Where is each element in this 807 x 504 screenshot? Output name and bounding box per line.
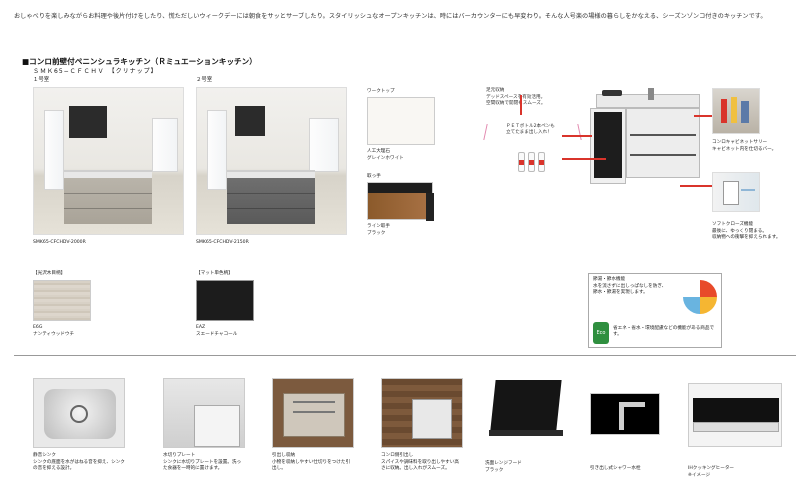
room-2-label: ２号室	[196, 77, 213, 83]
eco-title: 節湯・節水機能	[593, 277, 626, 282]
bracket-right-icon	[564, 124, 582, 140]
color-b-name: スエードチャコール	[196, 332, 238, 337]
section-subtitle: ＳＭＫ65−ＣＦＣＨＶ 【クリナップ】	[33, 68, 158, 75]
gauge-icon	[683, 280, 717, 314]
kitchen-photo-room-2	[196, 87, 347, 235]
worktop-line1: 人工大理石	[367, 149, 390, 154]
feature-thumb-drawer	[272, 378, 354, 448]
softclose-photo	[712, 172, 760, 212]
drawer-callout-title: 足元収納	[486, 88, 505, 93]
feature-label-2: 水切りプレート	[163, 453, 196, 458]
color-a-name: ナンティウッドウチ	[33, 332, 75, 337]
feature-label-1: 静音シンク	[33, 453, 56, 458]
room-2-caption: SMK65-CFCHDV-2150R	[196, 240, 249, 245]
room-1-caption: SMK65-CFCHDV-2000R	[33, 240, 86, 245]
feature-desc-7: ※イメージ	[688, 473, 711, 478]
color-a-heading: 【光沢木目柄】	[33, 271, 66, 276]
cabinet-callout-title: コンロキャビネットサリー	[712, 140, 768, 145]
feature-label-6: 引き出し式シャワー水栓	[590, 466, 641, 471]
cabinet-bar-photo	[712, 88, 760, 134]
color-b-heading: 【マット単色柄】	[196, 271, 233, 276]
arrow-line-2	[562, 158, 606, 160]
color-a-swatch	[33, 280, 91, 321]
feature-desc-4: スパイスや調味料を取り出しやすい高さに収納。出し入れがスムーズ。	[381, 460, 459, 471]
feature-label-3: 引出し収納	[272, 453, 295, 458]
section-title: ■コンロ前壁付ペニンシュラキッチン（Ｒミュエーションキッチン）	[22, 57, 257, 66]
feature-thumb-plate	[163, 378, 245, 448]
drawer-callout-desc: デッドスペースを有効活用。 空間収納で開閉もスムーズ。	[486, 95, 546, 106]
eco-note: 省エネ・省水・環境配慮などの機能がある商品です。	[613, 326, 715, 337]
color-b-code: EAZ	[196, 325, 206, 330]
intro-text: おしゃべりを楽しみながらお料理や後片付けをしたり、慌ただしいウィークデーには朝食…	[14, 13, 767, 20]
handle-line2: ブラック	[367, 231, 386, 236]
feature-label-5: 洗面レンジフード	[485, 461, 522, 466]
handle-line1: ライン取手	[367, 224, 390, 229]
cabinet-callout-desc: キャビネット内を仕切るバー。	[712, 147, 777, 152]
section-divider	[14, 355, 796, 356]
feature-thumb-faucet	[590, 393, 660, 435]
worktop-swatch	[367, 97, 435, 145]
arrow-line-1	[562, 135, 592, 137]
feature-desc-1: シンクの底面を水がはねる音を抑え、シンクの音を抑える設計。	[33, 460, 125, 471]
feature-label-7: IHクッキングヒーター	[688, 466, 735, 471]
room-1-label: １号室	[33, 77, 50, 83]
arrow-line-3	[694, 115, 714, 117]
handle-swatch	[367, 182, 434, 221]
pet-bottles-icon	[518, 148, 546, 172]
worktop-heading: ワークトップ	[367, 89, 395, 94]
feature-desc-2: シンクに水切りプレートを設置。洗った食器を一時的に置けます。	[163, 460, 242, 471]
feature-desc-3: 小物を収納しやすい仕切りをつけた引出し。	[272, 460, 351, 471]
eco-badge-icon: Eco	[593, 322, 609, 344]
eco-desc: 水を流さずに出しっぱなしを防ぎ、 節水・節湯を実現します。	[593, 284, 667, 295]
feature-thumb-range-hood	[485, 378, 567, 448]
bottle-callout-desc: ＰＥＴボトル2本ペンも 立てたまま出し入れ！	[506, 124, 555, 135]
kitchen-photo-room-1	[33, 87, 184, 235]
eco-info-box: 節湯・節水機能 水を流さずに出しっぱなしを防ぎ、 節水・節湯を実現します。 Ec…	[588, 273, 722, 348]
arrow-line-4	[680, 185, 714, 187]
color-b-swatch	[196, 280, 254, 321]
kitchen-cabinet-render	[590, 88, 703, 184]
feature-thumb-stove-drawer	[381, 378, 463, 448]
handle-heading: 取っ手	[367, 174, 381, 179]
worktop-line2: グレインホワイト	[367, 156, 404, 161]
feature-label-4: コンロ側引出し	[381, 453, 414, 458]
softclose-callout-title: ソフトクローズ機能	[712, 222, 754, 227]
feature-desc-5: ブラック	[485, 468, 504, 473]
color-a-code: E6G	[33, 325, 43, 330]
feature-thumb-ih-heater	[688, 383, 782, 447]
bracket-left-icon	[483, 124, 501, 140]
arrow-line-5	[520, 95, 522, 115]
softclose-callout-desc: 最後に、ゆっくり閉まる。 収納物への衝撃を抑えられます。	[712, 229, 781, 240]
feature-thumb-sink	[33, 378, 125, 448]
